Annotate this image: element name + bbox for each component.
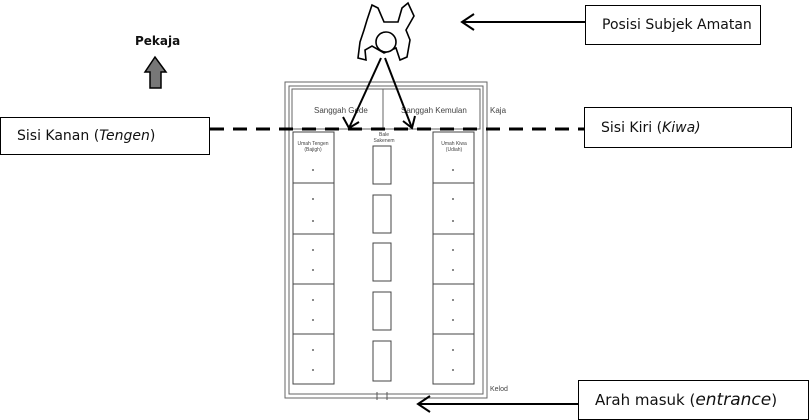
callout-right-side-close: ): [149, 128, 156, 144]
callout-left-side-italic: Kiwa): [662, 119, 701, 136]
shrine-area: [291, 88, 481, 130]
compass-label-pekaja: Pekaja: [135, 34, 181, 48]
direction-kaja-label: Kaja: [490, 106, 507, 115]
person-figure-icon: [357, 1, 415, 62]
subject-pointer-arrow: [460, 13, 585, 31]
callout-entrance-text: Arah masuk (: [595, 391, 696, 409]
right-house-rooms: [432, 131, 475, 385]
callout-right-side-text: Sisi Kanan (: [17, 128, 100, 144]
entrance-pointer-arrow: [416, 395, 578, 413]
center-bales: [372, 145, 392, 382]
right-house-label-2: (Udiah): [446, 147, 463, 153]
left-house-label-2: (Bajigh): [304, 147, 322, 153]
direction-kelod-label: Kelod: [490, 386, 508, 393]
shrine-left-label: Sanggah Gede: [314, 106, 368, 115]
left-house-rooms: [292, 131, 335, 385]
compound-inner-wall: [288, 85, 484, 395]
room-column-dots: [312, 169, 454, 371]
right-house-label-1: Umah Kiwa: [441, 141, 467, 147]
callout-entrance-close: ): [771, 391, 778, 409]
compound-outer-wall: [284, 81, 488, 399]
callout-left-side-text: Sisi Kiri (: [601, 119, 663, 136]
center-hall-label-2: Sakenem: [373, 138, 394, 144]
callout-entrance-italic: entrance: [695, 390, 772, 410]
callout-entrance: Arah masuk (entrance): [578, 380, 809, 420]
center-hall-label-1: Bale: [379, 132, 389, 138]
left-house-label-1: Umah Tengen: [297, 141, 328, 147]
callout-right-side-italic: Tengen: [99, 128, 150, 144]
callout-subject-position: Posisi Subjek Amatan: [585, 5, 761, 45]
callout-left-side: Sisi Kiri (Kiwa): [584, 107, 792, 148]
shrine-right-label: Sanggah Kemulan: [401, 106, 467, 115]
north-arrow-icon: [143, 55, 168, 89]
callout-right-side: Sisi Kanan (Tengen): [0, 117, 210, 155]
view-arrows: [342, 57, 416, 130]
callout-subject-position-text: Posisi Subjek Amatan: [602, 17, 752, 33]
